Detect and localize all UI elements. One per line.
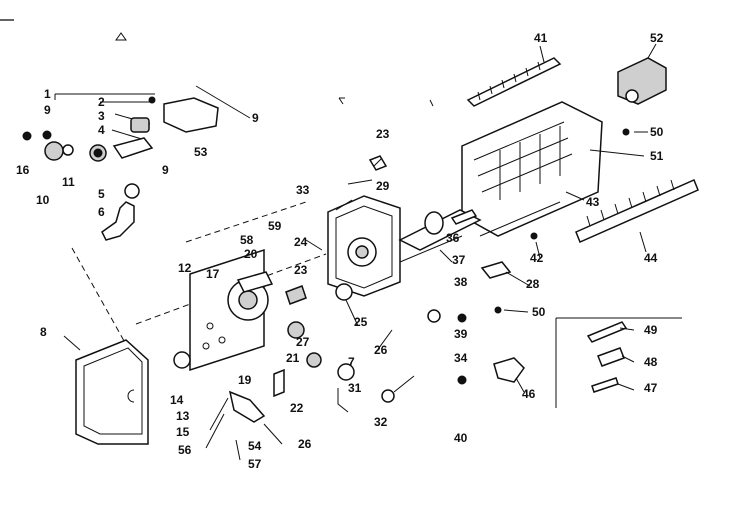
callout-36: 36 (446, 231, 460, 245)
callout-31: 31 (348, 381, 362, 395)
callout-9-valve: 9 (44, 103, 51, 117)
callout-39: 39 (454, 327, 468, 341)
callout-13: 13 (176, 409, 190, 423)
callout-1: 1 (44, 87, 51, 101)
callout-49: 49 (644, 323, 658, 337)
callout-24: 24 (294, 235, 308, 249)
callout-6: 6 (98, 205, 105, 219)
callout-9-bracket: 9 (252, 111, 259, 125)
mounting-plate-and-motor (71, 201, 355, 423)
callout-47: 47 (644, 381, 658, 395)
callout-23-top: 23 (376, 127, 390, 141)
callout-32: 32 (374, 415, 388, 429)
callout-4: 4 (98, 123, 105, 137)
callout-17: 17 (206, 267, 220, 281)
leader-lines (63, 43, 657, 461)
callout-51: 51 (650, 149, 664, 163)
water-valve-assembly (22, 93, 219, 241)
callout-56: 56 (178, 443, 192, 457)
callout-11: 11 (62, 175, 75, 189)
callout-54: 54 (248, 439, 262, 453)
corner-marks (0, 19, 434, 107)
callout-25: 25 (354, 315, 368, 329)
callout-29: 29 (376, 179, 390, 193)
callout-34: 34 (454, 351, 468, 365)
callout-21: 21 (286, 351, 300, 365)
callout-26-mid: 26 (374, 343, 388, 357)
callout-16: 16 (16, 163, 30, 177)
callout-3: 3 (98, 109, 105, 123)
callout-12: 12 (178, 261, 192, 275)
callout-44: 44 (644, 251, 658, 265)
callout-23-mid: 23 (294, 263, 308, 277)
callout-19: 19 (238, 373, 252, 387)
callout-33: 33 (296, 183, 310, 197)
callout-52: 52 (650, 31, 664, 45)
callout-2: 2 (98, 95, 105, 109)
callout-10: 10 (36, 193, 50, 207)
callout-48: 48 (644, 355, 658, 369)
callout-40: 40 (454, 431, 468, 445)
ice-mold-and-housing (327, 101, 603, 297)
callout-7: 7 (348, 355, 355, 369)
callout-37: 37 (452, 253, 466, 267)
callout-58: 58 (240, 233, 254, 247)
callout-41: 41 (534, 31, 548, 45)
callout-28: 28 (526, 277, 540, 291)
callout-14: 14 (170, 393, 184, 407)
callout-42: 42 (530, 251, 544, 265)
callout-9-inlet: 9 (162, 163, 169, 177)
callout-15: 15 (176, 425, 190, 439)
callout-20: 20 (244, 247, 258, 261)
callout-22: 22 (290, 401, 304, 415)
callout-5: 5 (98, 187, 105, 201)
callout-26-low: 26 (298, 437, 312, 451)
callout-50-mid: 50 (532, 305, 546, 319)
callout-8: 8 (40, 325, 47, 339)
callout-27: 27 (296, 335, 310, 349)
callout-46: 46 (522, 387, 536, 401)
callout-53: 53 (194, 145, 208, 159)
callout-38: 38 (454, 275, 468, 289)
callout-labels: 1 2 3 4 5 6 7 8 9 9 9 10 11 12 13 14 15 … (16, 31, 664, 471)
callout-57: 57 (248, 457, 262, 471)
callout-50-top: 50 (650, 125, 664, 139)
callout-59: 59 (268, 219, 282, 233)
bin-cover (75, 339, 149, 445)
small-hardware (347, 128, 682, 408)
callout-43: 43 (586, 195, 600, 209)
